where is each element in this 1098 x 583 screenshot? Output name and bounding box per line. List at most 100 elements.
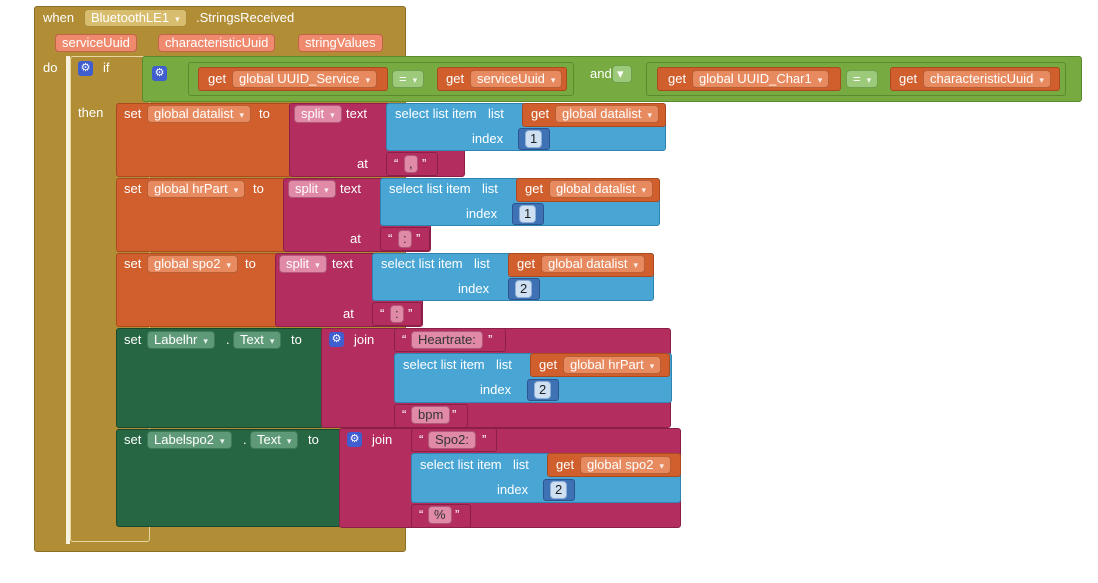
var-dropdown-spo2[interactable]: global spo2	[147, 255, 239, 273]
event-name: .StringsReceived	[196, 10, 295, 25]
param-serviceuuid[interactable]: serviceUuid	[55, 34, 137, 52]
to-label: to	[259, 106, 270, 121]
index-label: index	[466, 206, 498, 221]
get-label: get	[668, 71, 687, 86]
separator-value[interactable]: ,	[404, 155, 418, 173]
index-label: index	[480, 382, 512, 397]
join-label: join	[372, 432, 393, 447]
text-label: text	[346, 106, 367, 121]
param-characteristicuuid[interactable]: characteristicUuid	[158, 34, 276, 52]
split-dropdown[interactable]: split	[279, 255, 327, 273]
component-dropdown-labelhr[interactable]: Labelhr	[147, 331, 215, 349]
dot-label: .	[243, 432, 247, 447]
index-value[interactable]: 2	[515, 280, 533, 298]
index-value[interactable]: 2	[550, 481, 568, 499]
get-label: get	[446, 71, 465, 86]
quote-close: ”	[422, 156, 427, 171]
and-label: and	[590, 66, 612, 81]
to-label: to	[308, 432, 319, 447]
string-value-heartrate[interactable]: Heartrate:	[411, 331, 483, 349]
eq-operator-dropdown[interactable]: =	[392, 70, 425, 88]
set-label: set	[124, 106, 142, 121]
to-label: to	[245, 256, 256, 271]
var-dropdown-datalist[interactable]: global datalist	[541, 255, 646, 273]
index-label: index	[458, 281, 490, 296]
quote-close: ”	[452, 407, 457, 422]
eq-operator-dropdown[interactable]: =	[846, 70, 879, 88]
component-dropdown-labelspo2[interactable]: Labelspo2	[147, 431, 232, 449]
get-label: get	[208, 71, 227, 86]
if-label: if	[103, 60, 110, 75]
get-label: get	[531, 106, 550, 121]
var-dropdown-uuid-char1[interactable]: global UUID_Char1	[692, 70, 830, 88]
get-label: get	[899, 71, 918, 86]
quote-open: “	[394, 156, 399, 171]
index-label: index	[472, 131, 504, 146]
var-dropdown-hrpart[interactable]: global hrPart	[563, 356, 662, 374]
var-dropdown-uuid-service[interactable]: global UUID_Service	[232, 70, 378, 88]
join-mutator-gear-icon[interactable]: ⚙	[347, 432, 362, 447]
when-label: when	[43, 10, 75, 25]
separator-value[interactable]: :	[398, 230, 412, 248]
separator-value[interactable]: :	[390, 305, 404, 323]
join-mutator-gear-icon[interactable]: ⚙	[329, 332, 344, 347]
quote-open: “	[402, 332, 407, 347]
param-stringvalues[interactable]: stringValues	[298, 34, 383, 52]
quote-open: “	[380, 306, 385, 321]
param-dropdown-serviceuuid[interactable]: serviceUuid	[470, 70, 563, 88]
quote-close: ”	[482, 432, 487, 447]
string-value-spo2[interactable]: Spo2:	[428, 431, 476, 449]
string-value-percent[interactable]: %	[428, 506, 452, 524]
quote-close: ”	[455, 507, 460, 522]
to-label: to	[253, 181, 264, 196]
index-value[interactable]: 1	[519, 205, 537, 223]
var-dropdown-hrpart[interactable]: global hrPart	[147, 180, 246, 198]
get-label: get	[556, 457, 575, 472]
list-label: list	[496, 357, 512, 372]
quote-close: ”	[488, 332, 493, 347]
quote-open: “	[388, 231, 393, 246]
split-dropdown[interactable]: split	[288, 180, 336, 198]
set-label: set	[124, 432, 142, 447]
component-dropdown[interactable]: BluetoothLE1	[84, 9, 187, 27]
then-label: then	[78, 105, 104, 120]
if-mutator-gear-icon[interactable]: ⚙	[78, 61, 93, 76]
set-label: set	[124, 256, 142, 271]
do-label: do	[43, 60, 58, 75]
and-mutator-gear-icon[interactable]: ⚙	[152, 66, 167, 81]
var-dropdown-spo2[interactable]: global spo2	[580, 456, 672, 474]
quote-open: “	[419, 507, 424, 522]
var-dropdown-datalist[interactable]: global datalist	[147, 105, 252, 123]
at-label: at	[357, 156, 368, 171]
property-dropdown-text[interactable]: Text	[233, 331, 282, 349]
property-dropdown-text[interactable]: Text	[250, 431, 299, 449]
set-label: set	[124, 332, 142, 347]
list-label: list	[513, 457, 529, 472]
at-label: at	[343, 306, 354, 321]
select-list-item-label: select list item	[403, 357, 485, 372]
dot-label: .	[226, 332, 230, 347]
select-list-item-label: select list item	[381, 256, 463, 271]
var-dropdown-datalist[interactable]: global datalist	[549, 180, 654, 198]
var-dropdown-datalist[interactable]: global datalist	[555, 105, 660, 123]
do-slot	[66, 56, 70, 544]
select-list-item-label: select list item	[389, 181, 471, 196]
quote-close: ”	[408, 306, 413, 321]
text-label: text	[340, 181, 361, 196]
index-value[interactable]: 2	[534, 381, 552, 399]
select-list-item-label: select list item	[420, 457, 502, 472]
index-label: index	[497, 482, 529, 497]
param-dropdown-characteristicuuid[interactable]: characteristicUuid	[923, 70, 1051, 88]
at-label: at	[350, 231, 361, 246]
list-label: list	[474, 256, 490, 271]
quote-open: “	[419, 432, 424, 447]
get-label: get	[517, 256, 536, 271]
select-list-item-label: select list item	[395, 106, 477, 121]
and-dropdown-icon[interactable]: ▾	[612, 65, 632, 83]
to-label: to	[291, 332, 302, 347]
split-dropdown[interactable]: split	[294, 105, 342, 123]
string-value-bpm[interactable]: bpm	[411, 406, 451, 424]
list-label: list	[482, 181, 498, 196]
quote-close: ”	[416, 231, 421, 246]
index-value[interactable]: 1	[525, 130, 543, 148]
